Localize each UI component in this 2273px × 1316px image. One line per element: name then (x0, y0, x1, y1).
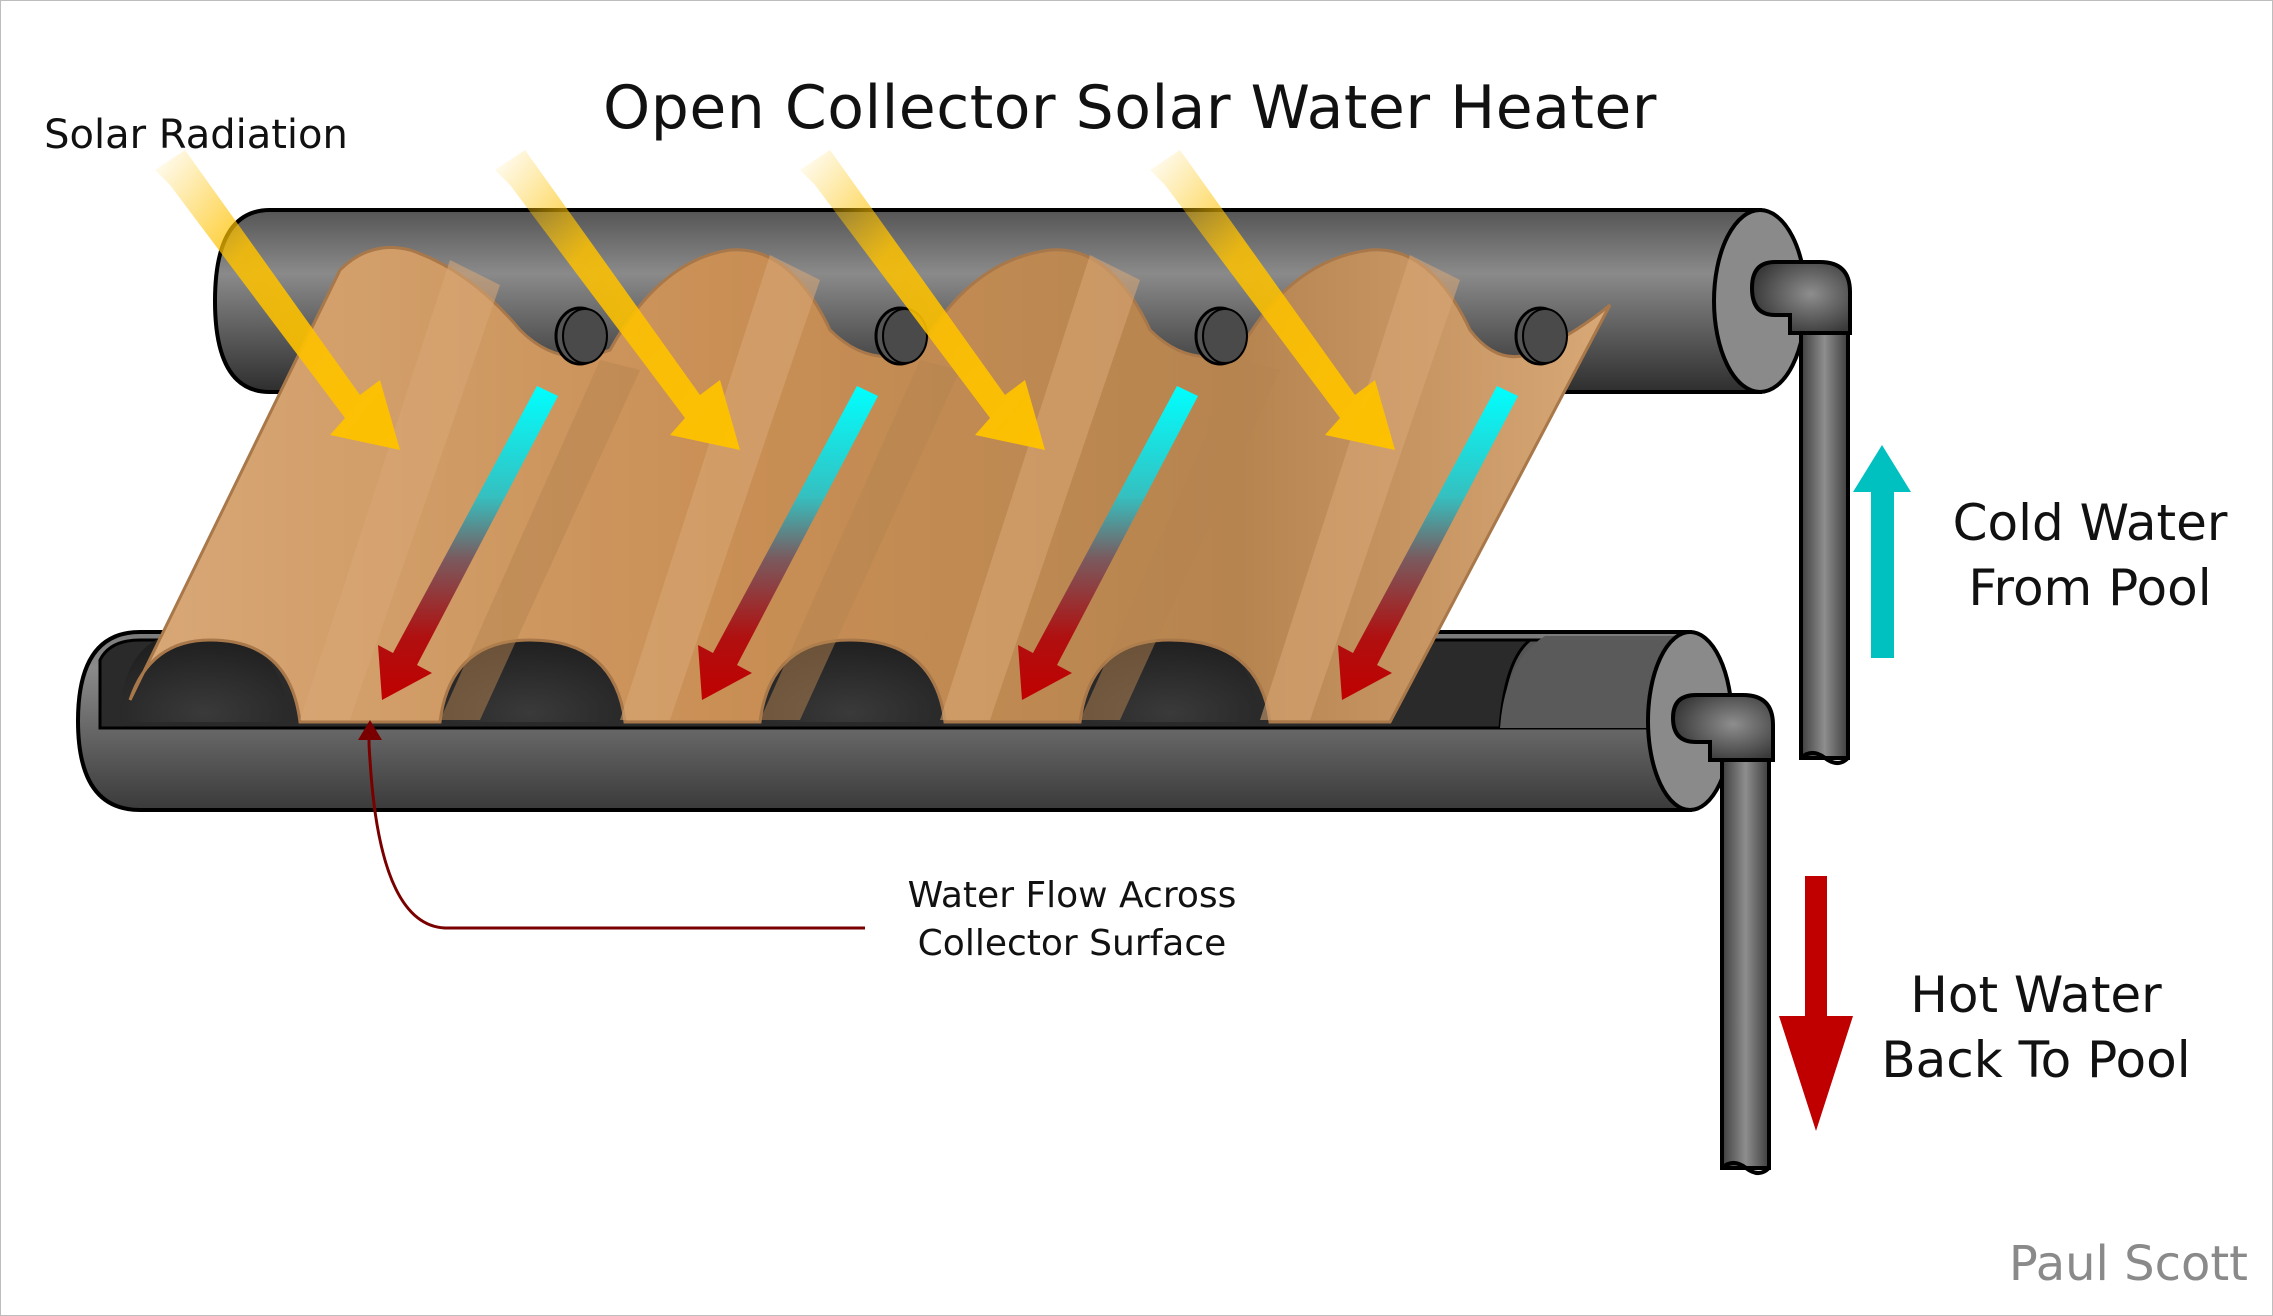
hot-outlet-pipe (1670, 693, 1775, 1175)
solar-ray-arrow-2 (495, 150, 740, 450)
water-flow-label-line1: Water Flow Across (908, 875, 1237, 916)
cold-inlet-pipe (1749, 260, 1852, 765)
header-hole-4 (1514, 306, 1568, 366)
cold-water-up-arrow (1853, 445, 1911, 658)
hot-water-label-line1: Hot Water (1910, 966, 2162, 1024)
solar-ray-arrow-1 (155, 150, 400, 450)
water-flow-callout (358, 720, 865, 930)
collector-sheet (128, 246, 1612, 724)
top-header-holes (554, 306, 1568, 366)
hot-water-label-line2: Back To Pool (1881, 1031, 2190, 1089)
header-hole-1 (554, 306, 608, 366)
solar-radiation-label: Solar Radiation (44, 112, 348, 158)
water-flow-label-line2: Collector Surface (918, 923, 1227, 964)
flow-arrow-1 (378, 386, 558, 700)
solar-ray-arrow-3 (800, 150, 1045, 450)
header-hole-3 (1194, 306, 1248, 366)
flow-arrow-4 (1338, 386, 1518, 700)
solar-rays (155, 150, 1395, 450)
hot-water-down-arrow (1779, 876, 1853, 1131)
cold-water-label-line2: From Pool (1968, 559, 2211, 617)
header-hole-2 (874, 306, 928, 366)
solar-ray-arrow-4 (1150, 150, 1395, 450)
flow-arrow-3 (1018, 386, 1198, 700)
author-credit: Paul Scott (2009, 1236, 2248, 1292)
water-flow-arrows (378, 386, 1518, 700)
flow-arrow-2 (698, 386, 878, 700)
hot-elbow-fitting (1670, 693, 1775, 762)
cold-water-label-line1: Cold Water (1953, 494, 2228, 552)
diagram-title: Open Collector Solar Water Heater (603, 73, 1657, 143)
cold-elbow-fitting (1749, 260, 1852, 335)
